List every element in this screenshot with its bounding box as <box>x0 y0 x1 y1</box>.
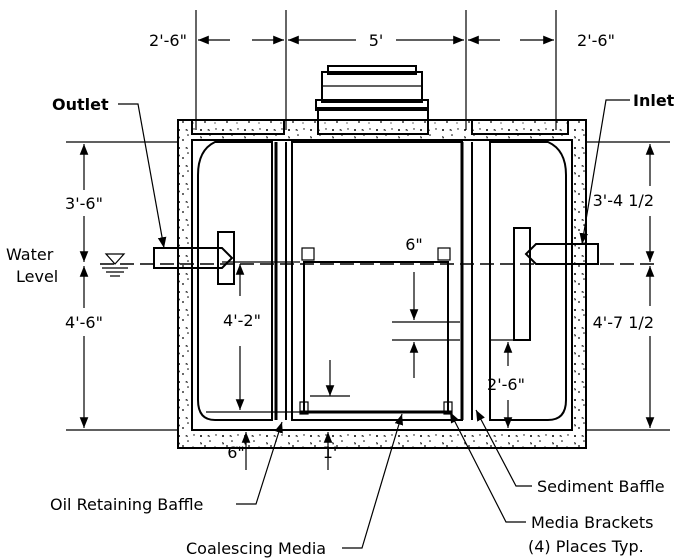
inlet-callout: Inlet <box>579 91 675 245</box>
media-brackets <box>299 247 453 415</box>
oil-retaining-baffle <box>274 142 287 420</box>
sediment-baffle-label: Sediment Baffle <box>537 477 665 496</box>
dim-media-gap: 6" <box>405 235 423 254</box>
outlet-callout: Outlet <box>52 95 167 249</box>
dim-right-upper: 3'-4 1/2 <box>593 191 654 210</box>
dim-base-center: 1' <box>323 443 338 462</box>
left-dimensions: 3'-6" 4'-6" <box>65 144 103 428</box>
sediment-baffle <box>460 142 473 420</box>
media-height-dimension: 4'-2" <box>206 261 350 413</box>
dim-sediment-baffle: 2'-6" <box>487 375 525 394</box>
water-level-symbol <box>102 253 128 277</box>
extension-lines <box>66 141 670 431</box>
oil-retaining-baffle-label: Oil Retaining Baffle <box>50 495 203 514</box>
sediment-baffle-callout: Sediment Baffle <box>475 409 665 496</box>
water-level-label-2: Level <box>16 267 58 286</box>
top-dimensions: 2'-6" 5' 2'-6" <box>149 10 615 130</box>
top-slab <box>191 107 569 135</box>
coalescing-media-callout: Coalescing Media <box>186 413 404 558</box>
dim-top-center: 5' <box>369 31 384 50</box>
sediment-baffle-dimension: 2'-6" <box>487 339 530 428</box>
coalescing-media <box>300 261 452 414</box>
media-brackets-label-2: (4) Places Typ. <box>528 537 644 556</box>
base-dimensions: 6" 1' <box>227 432 337 470</box>
inlet-label: Inlet <box>633 91 675 110</box>
outlet-label: Outlet <box>52 95 109 114</box>
access-riser <box>315 65 429 111</box>
dim-top-left: 2'-6" <box>149 31 187 50</box>
coalescing-media-label: Coalescing Media <box>186 539 326 558</box>
water-level-label-1: Water <box>6 245 54 264</box>
concrete-vault <box>177 119 587 449</box>
right-dimensions: 3'-4 1/2 4'-7 1/2 <box>593 144 655 428</box>
outlet-pipe <box>153 231 235 285</box>
dim-media-height: 4'-2" <box>223 311 261 330</box>
water-level-callout: Water Level <box>6 245 58 286</box>
oil-retaining-baffle-callout: Oil Retaining Baffle <box>50 421 283 514</box>
media-brackets-callout: Media Brackets (4) Places Typ. <box>449 411 653 556</box>
dim-left-lower: 4'-6" <box>65 313 103 332</box>
dim-top-right: 2'-6" <box>577 31 615 50</box>
media-gap-dimension: 6" <box>392 235 460 378</box>
dim-left-upper: 3'-6" <box>65 194 103 213</box>
dim-right-lower: 4'-7 1/2 <box>593 313 654 332</box>
dim-base-left: 6" <box>227 443 245 462</box>
media-brackets-label-1: Media Brackets <box>531 513 653 532</box>
